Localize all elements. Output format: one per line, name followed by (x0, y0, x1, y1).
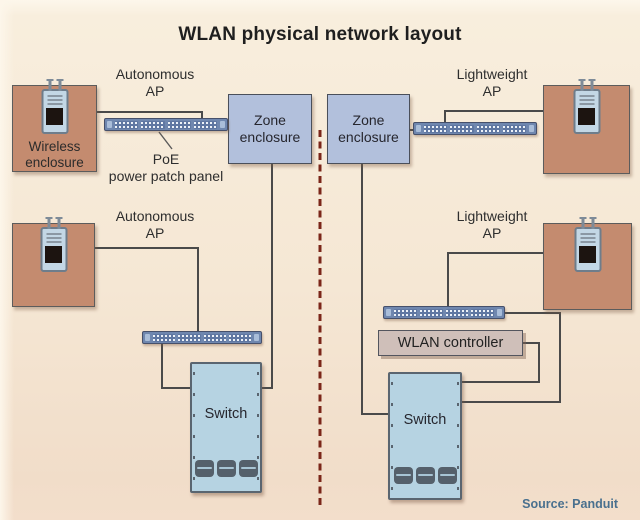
panel-ports (193, 120, 217, 129)
patch-panel-icon-3 (413, 122, 537, 135)
ap-vents (47, 95, 62, 105)
panel-ports (445, 308, 469, 317)
panel-ports (476, 124, 500, 133)
ap-window (578, 108, 595, 125)
antenna-icon (579, 217, 586, 229)
ap-window (46, 108, 63, 125)
panel-ports (424, 124, 448, 133)
wire-controller-to-switch2 (462, 342, 540, 383)
access-point-icon (41, 79, 68, 134)
wire-enclosure4-to-panel4 (447, 252, 543, 307)
panel-ports (141, 120, 165, 129)
patch-panel-icon-4 (383, 306, 505, 319)
zone-enclosure-right: Zone enclosure (327, 94, 410, 164)
panel-ports (167, 120, 191, 129)
wireless-enclosure-4 (543, 217, 632, 310)
antenna-icon (578, 79, 585, 91)
panel-ports (228, 333, 251, 342)
ap-vents (580, 233, 595, 243)
access-point-icon (573, 79, 600, 134)
poe-pointer-line (158, 131, 173, 150)
switch-slot-icon (216, 460, 236, 477)
wire-enclosure2-to-panel2 (93, 247, 199, 332)
patch-panel-icon-1 (104, 118, 228, 131)
wire-wireless-enclosure-to-panel (95, 111, 203, 119)
access-point-icon (40, 217, 67, 272)
ap-window (579, 246, 596, 263)
label-poe-power-patch-panel: PoE power patch panel (108, 151, 224, 184)
wireless-enclosure-2 (12, 217, 95, 307)
switch-label: Switch (204, 406, 248, 422)
wlan-controller: WLAN controller (378, 330, 523, 356)
access-point-icon (574, 217, 601, 272)
label-lightweight-ap-1: Lightweight AP (456, 66, 528, 99)
panel-ports (394, 308, 417, 317)
wire-zone2-to-switch2 (361, 164, 389, 415)
panel-endcap (145, 334, 150, 341)
wire-zone1-to-switch1 (262, 164, 273, 389)
panel-ports (153, 333, 176, 342)
switch-slot-icon (415, 467, 435, 484)
antenna-icon (588, 79, 595, 91)
switch-slots (192, 460, 260, 477)
label-autonomous-ap-1: Autonomous AP (115, 66, 195, 99)
wire-panel2-to-switch1 (161, 344, 191, 389)
antenna-icon (46, 79, 53, 91)
antenna-icon (45, 217, 52, 229)
source-credit: Source: Panduit (522, 497, 618, 511)
switch-slot-icon (194, 460, 214, 477)
switch-left: Switch (190, 362, 262, 493)
label-lightweight-ap-2: Lightweight AP (456, 208, 528, 241)
patch-panel-icon-2 (142, 331, 262, 344)
wireless-enclosure-1: Wireless enclosure (12, 79, 97, 172)
panel-ports (203, 333, 226, 342)
antenna-icon (56, 79, 63, 91)
panel-endcap (416, 125, 421, 132)
panel-endcap (220, 121, 225, 128)
panel-endcap (386, 309, 391, 316)
panel-ports (471, 308, 494, 317)
zone-enclosure-left: Zone enclosure (228, 94, 312, 164)
wireless-enclosure-label: Wireless enclosure (25, 139, 84, 170)
panel-ports (502, 124, 526, 133)
panel-endcap (529, 125, 534, 132)
antenna-icon (589, 217, 596, 229)
ap-window (45, 246, 62, 263)
panel-ports (450, 124, 474, 133)
antenna-icon (55, 217, 62, 229)
page-title: WLAN physical network layout (178, 24, 462, 45)
switch-slot-icon (238, 460, 258, 477)
ap-vents (579, 95, 594, 105)
ap-vents (46, 233, 61, 243)
switch-slot-icon (437, 467, 457, 484)
switch-label: Switch (403, 412, 447, 428)
panel-ports (419, 308, 443, 317)
panel-endcap (107, 121, 112, 128)
panel-ports (115, 120, 139, 129)
wireless-enclosure-3 (543, 79, 630, 174)
wire-panel4-to-switch2 (462, 312, 561, 403)
switch-slots (390, 467, 460, 484)
panel-ports (178, 333, 201, 342)
panel-endcap (497, 309, 502, 316)
panel-endcap (254, 334, 259, 341)
switch-slot-icon (393, 467, 413, 484)
label-autonomous-ap-2: Autonomous AP (115, 208, 195, 241)
wire-panel3-to-enclosure3 (444, 110, 543, 123)
switch-right: Switch (388, 372, 462, 500)
